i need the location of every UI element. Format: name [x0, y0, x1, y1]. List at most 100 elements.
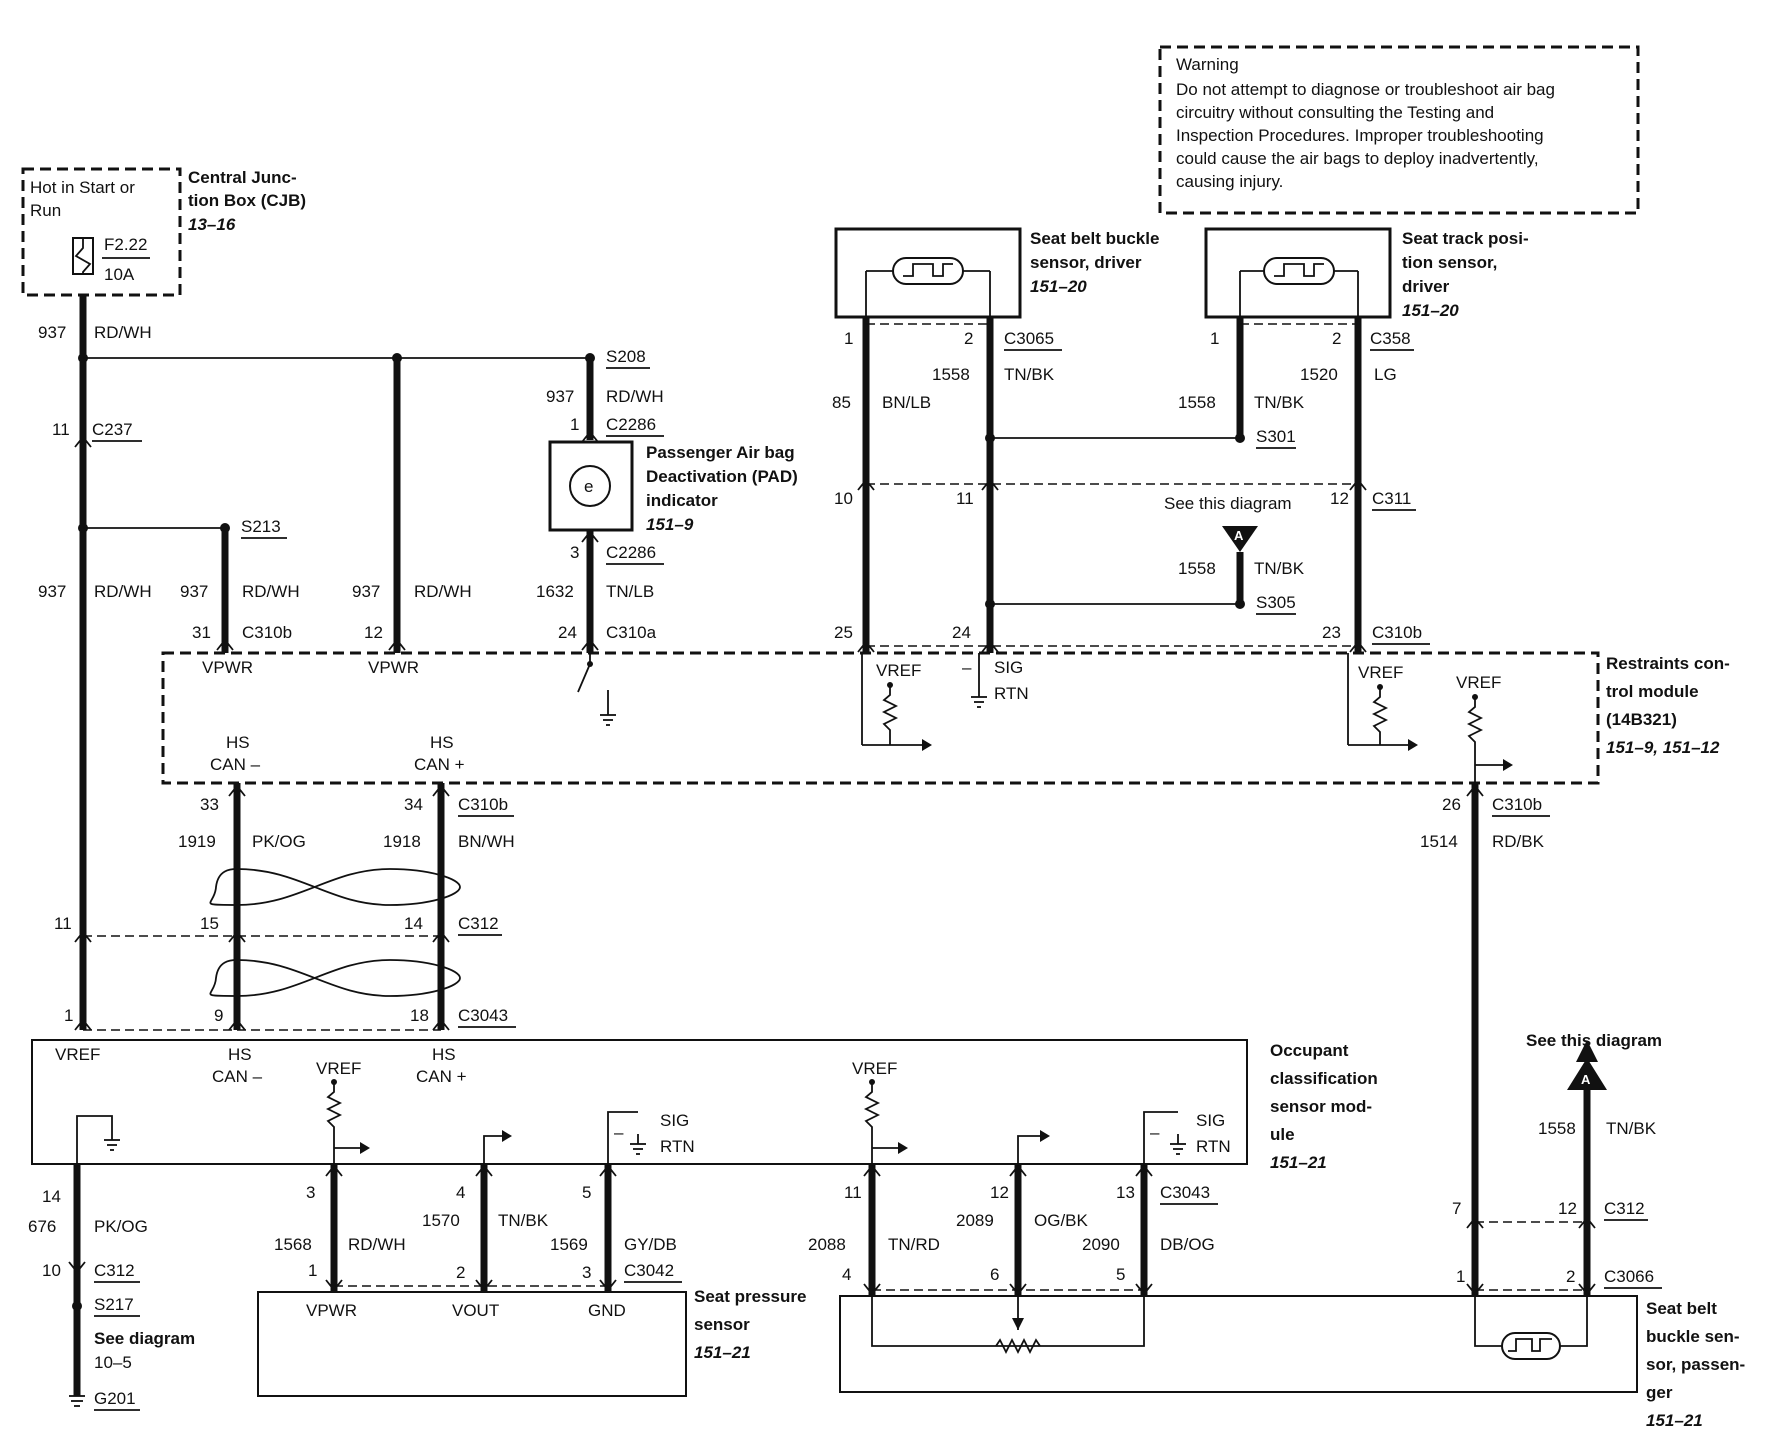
wire-color: TN/LB	[606, 582, 654, 601]
wire-color: TN/BK	[1254, 393, 1305, 412]
connector-id: C3066	[1604, 1267, 1654, 1286]
sbb-passenger-ref: 151–21	[1646, 1411, 1703, 1430]
pin-number: 1	[1456, 1267, 1465, 1286]
pin-label: HS	[228, 1045, 252, 1064]
seat-pressure-ref: 151–21	[694, 1343, 751, 1362]
pin-label: VPWR	[202, 658, 253, 677]
see-diagram-link[interactable]: See this diagram	[1526, 1031, 1662, 1050]
pin-number: 12	[1330, 489, 1349, 508]
pin-label: VREF	[852, 1059, 897, 1078]
pad-ref: 151–9	[646, 515, 694, 534]
wire-number: 937	[546, 387, 574, 406]
connector-id: C358	[1370, 329, 1411, 348]
wire-color: BN/LB	[882, 393, 931, 412]
fuse-rating: 10A	[104, 265, 135, 284]
connector-id: C2286	[606, 543, 656, 562]
wire-color: RD/WH	[606, 387, 664, 406]
wire-color: PK/OG	[94, 1217, 148, 1236]
seat-pressure-label: sensor	[694, 1315, 750, 1334]
splice-id: S217	[94, 1295, 134, 1314]
pin-number: 12	[364, 623, 383, 642]
pin-number: 24	[952, 623, 971, 642]
pin-number: 2	[1566, 1267, 1575, 1286]
pin-number: 33	[200, 795, 219, 814]
see-diagram-link[interactable]: See this diagram	[1164, 494, 1292, 513]
cjb-hot-text: Run	[30, 201, 61, 220]
pin-label: VPWR	[306, 1301, 357, 1320]
splice-id: S301	[1256, 427, 1296, 446]
cjb-label: tion Box (CJB)	[188, 191, 306, 210]
wire-color: TN/RD	[888, 1235, 940, 1254]
splice-id: S305	[1256, 593, 1296, 612]
pin-number: 10	[834, 489, 853, 508]
wire-number: 937	[38, 323, 66, 342]
wire-color: RD/WH	[94, 323, 152, 342]
pad-label: indicator	[646, 491, 718, 510]
ground-icon	[69, 1395, 85, 1407]
pin-number: 11	[54, 914, 72, 933]
warning-line: Inspection Procedures. Improper troubles…	[1176, 126, 1544, 145]
pin-number: 10	[42, 1261, 61, 1280]
passenger-sensors-box	[839, 1295, 1638, 1393]
ocsm-ref: 151–21	[1270, 1153, 1327, 1172]
rcm-label: trol module	[1606, 682, 1699, 701]
rcm-ref: 151–9, 151–12	[1606, 738, 1720, 757]
wire-color: RD/WH	[414, 582, 472, 601]
wire-color: RD/BK	[1492, 832, 1545, 851]
pin-number: 13	[1116, 1183, 1135, 1202]
wire-number: 1919	[178, 832, 216, 851]
ocsm-label: Occupant	[1270, 1041, 1349, 1060]
wire-color: BN/WH	[458, 832, 515, 851]
pin-label: –	[1150, 1123, 1160, 1142]
pin-label: VPWR	[368, 658, 419, 677]
pin-number: 11	[844, 1183, 862, 1202]
sbb-driver-ref: 151–20	[1030, 277, 1087, 296]
pin-number: 1	[308, 1261, 317, 1280]
pin-number: 4	[456, 1183, 465, 1202]
pin-number: 15	[200, 914, 219, 933]
pin-number: 7	[1452, 1199, 1461, 1218]
rcm-label: Restraints con-	[1606, 654, 1730, 673]
pin-label: HS	[432, 1045, 456, 1064]
pin-label: CAN +	[416, 1067, 467, 1086]
pin-number: 18	[410, 1006, 429, 1025]
see-diagram-link[interactable]: See diagram	[94, 1329, 195, 1348]
position-switch-icon	[1263, 257, 1335, 285]
connector-id: C312	[458, 914, 499, 933]
wire-number: 937	[38, 582, 66, 601]
pin-number: 2	[964, 329, 973, 348]
wire-color: TN/BK	[1004, 365, 1055, 384]
pin-number: 1	[1210, 329, 1219, 348]
warning-line: Do not attempt to diagnose or troublesho…	[1176, 80, 1555, 99]
ground-id: G201	[94, 1389, 136, 1408]
stp-driver-label: driver	[1402, 277, 1450, 296]
wire-color: RD/WH	[242, 582, 300, 601]
connector-id: C237	[92, 420, 133, 439]
pin-number: 2	[1332, 329, 1341, 348]
connector-id: C3065	[1004, 329, 1054, 348]
pin-label: CAN +	[414, 755, 465, 774]
pin-number: 3	[582, 1263, 591, 1282]
wire-color: LG	[1374, 365, 1397, 384]
wire-number: 1558	[1178, 393, 1216, 412]
splice-id: S208	[606, 347, 646, 366]
pad-label: Passenger Air bag	[646, 443, 795, 462]
connector-a-up-marker-icon	[1576, 1040, 1598, 1062]
sbb-passenger-label: ger	[1646, 1383, 1673, 1402]
sbb-passenger-label: Seat belt	[1646, 1299, 1717, 1318]
sbb-passenger-label: buckle sen-	[1646, 1327, 1740, 1346]
pin-number: 4	[842, 1265, 851, 1284]
stp-driver-ref: 151–20	[1402, 301, 1459, 320]
splice-id: S213	[241, 517, 281, 536]
pin-number: 1	[570, 415, 579, 434]
pin-number: 26	[1442, 795, 1461, 814]
wire-number: 1558	[1538, 1119, 1576, 1138]
pin-label: VREF	[1456, 673, 1501, 692]
warning-box: Warning Do not attempt to diagnose or tr…	[1158, 45, 1640, 215]
connector-id: C310a	[606, 623, 657, 642]
pin-number: 11	[52, 420, 70, 439]
pin-label: VREF	[316, 1059, 361, 1078]
warning-line: causing injury.	[1176, 172, 1283, 191]
wire-color: TN/BK	[1606, 1119, 1657, 1138]
pin-label: SIG	[660, 1111, 689, 1130]
